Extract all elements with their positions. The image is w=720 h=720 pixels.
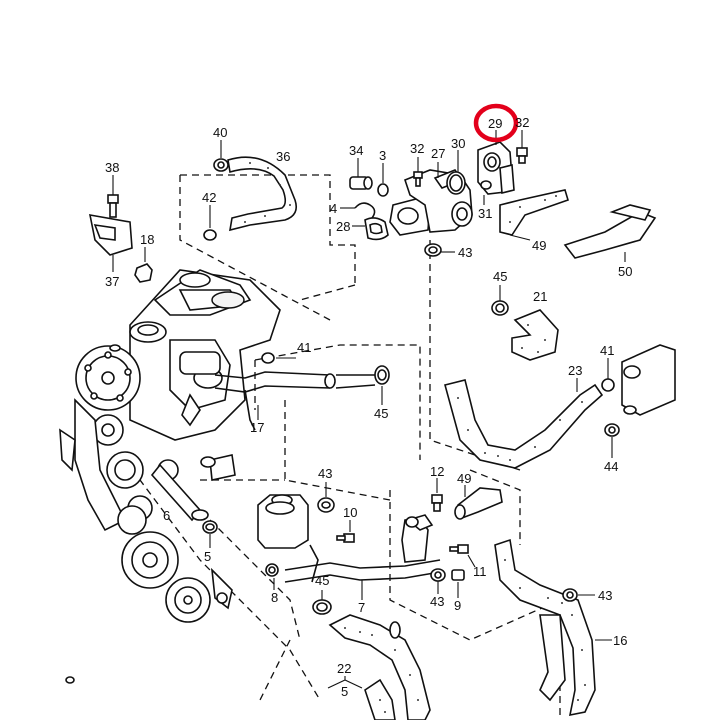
o-ring-30 [446,150,466,195]
clip-4 [340,202,376,219]
callout-28: 28 [336,219,350,234]
clamp-43-right [562,588,595,602]
hose-clamp-40 [213,140,229,172]
callout-32: 32 [410,141,424,156]
callout-10: 10 [343,505,357,520]
callout-43: 43 [598,588,612,603]
reservoir-part [257,494,309,549]
callout-32: 32 [515,115,529,130]
bolt-10 [336,520,355,543]
hose-23 [444,378,604,469]
callout-21: 21 [533,289,547,304]
bolt-12 [431,478,443,512]
gasket-28 [352,217,389,241]
callout-9: 9 [454,598,461,613]
callout-49: 49 [457,471,471,486]
clamp-45-low [312,590,332,615]
seal-ring-3 [377,163,389,197]
callout-29: 29 [488,116,502,131]
callout-49: 49 [532,238,546,253]
clamp-45-top [491,285,509,316]
hose-49-lower [454,485,503,520]
callout-23: 23 [568,363,582,378]
callout-42: 42 [202,190,216,205]
callout-44: 44 [604,459,618,474]
coolant-pipe-17 [214,371,336,431]
bracket-assembly-37 [88,175,153,283]
callout-34: 34 [349,143,363,158]
seal-5-left [202,520,218,548]
part-34-sender [349,158,373,190]
clamp-45-mid [335,365,390,405]
callout-4: 4 [330,201,337,216]
callout-41: 41 [297,340,311,355]
callout-43: 43 [318,466,332,481]
callout-27: 27 [431,146,445,161]
callout-45: 45 [374,406,388,421]
callout-36: 36 [276,149,290,164]
hose-36 [227,156,298,232]
callout-45: 45 [315,573,329,588]
hose-clamp-42 [203,205,217,241]
bracket-50 [563,204,657,262]
bolt-32-right [516,130,528,164]
bolt-11 [449,544,476,568]
clamp-43-low [430,568,446,594]
callout-17: 17 [250,420,264,435]
callout-11: 11 [473,564,487,579]
hose-21 [511,309,559,361]
callout-12: 12 [430,464,444,479]
callout-43: 43 [430,594,444,609]
expansion-tank [621,344,676,416]
callout-45: 45 [493,269,507,284]
engine-block [59,269,281,684]
callout-5: 5 [341,684,348,699]
hose-16 [494,538,612,717]
callout-6: 6 [163,508,170,523]
hose-49-top [499,189,569,241]
callout-31: 31 [478,206,492,221]
callout-8: 8 [271,590,278,605]
callout-37: 37 [105,274,119,289]
pipe-bracket-lower [284,514,441,600]
highlight-circle [473,103,519,143]
callout-22: 22 [337,661,351,676]
clamp-43-top [424,243,455,257]
callout-30: 30 [451,136,465,151]
callout-41: 41 [600,343,614,358]
callout-38: 38 [105,160,119,175]
callout-43: 43 [458,245,472,260]
clamp-43-mid [317,482,335,513]
callout-40: 40 [213,125,227,140]
callout-18: 18 [140,232,154,247]
callout-50: 50 [618,264,632,279]
callout-16: 16 [613,633,627,648]
callout-7: 7 [358,600,365,615]
clamp-41-right [601,358,615,392]
callout-3: 3 [379,148,386,163]
clamp-44 [604,423,620,458]
clamp-41-mid [261,352,296,364]
callout-5: 5 [204,549,211,564]
cap-9 [451,569,465,598]
connector-29 [477,130,515,195]
callout-labels: 29 32 32 30 27 34 3 4 28 31 49 50 43 45 … [105,115,632,699]
bolt-32-left [413,157,423,187]
seal-8 [265,563,279,590]
hose-22 [327,614,431,720]
